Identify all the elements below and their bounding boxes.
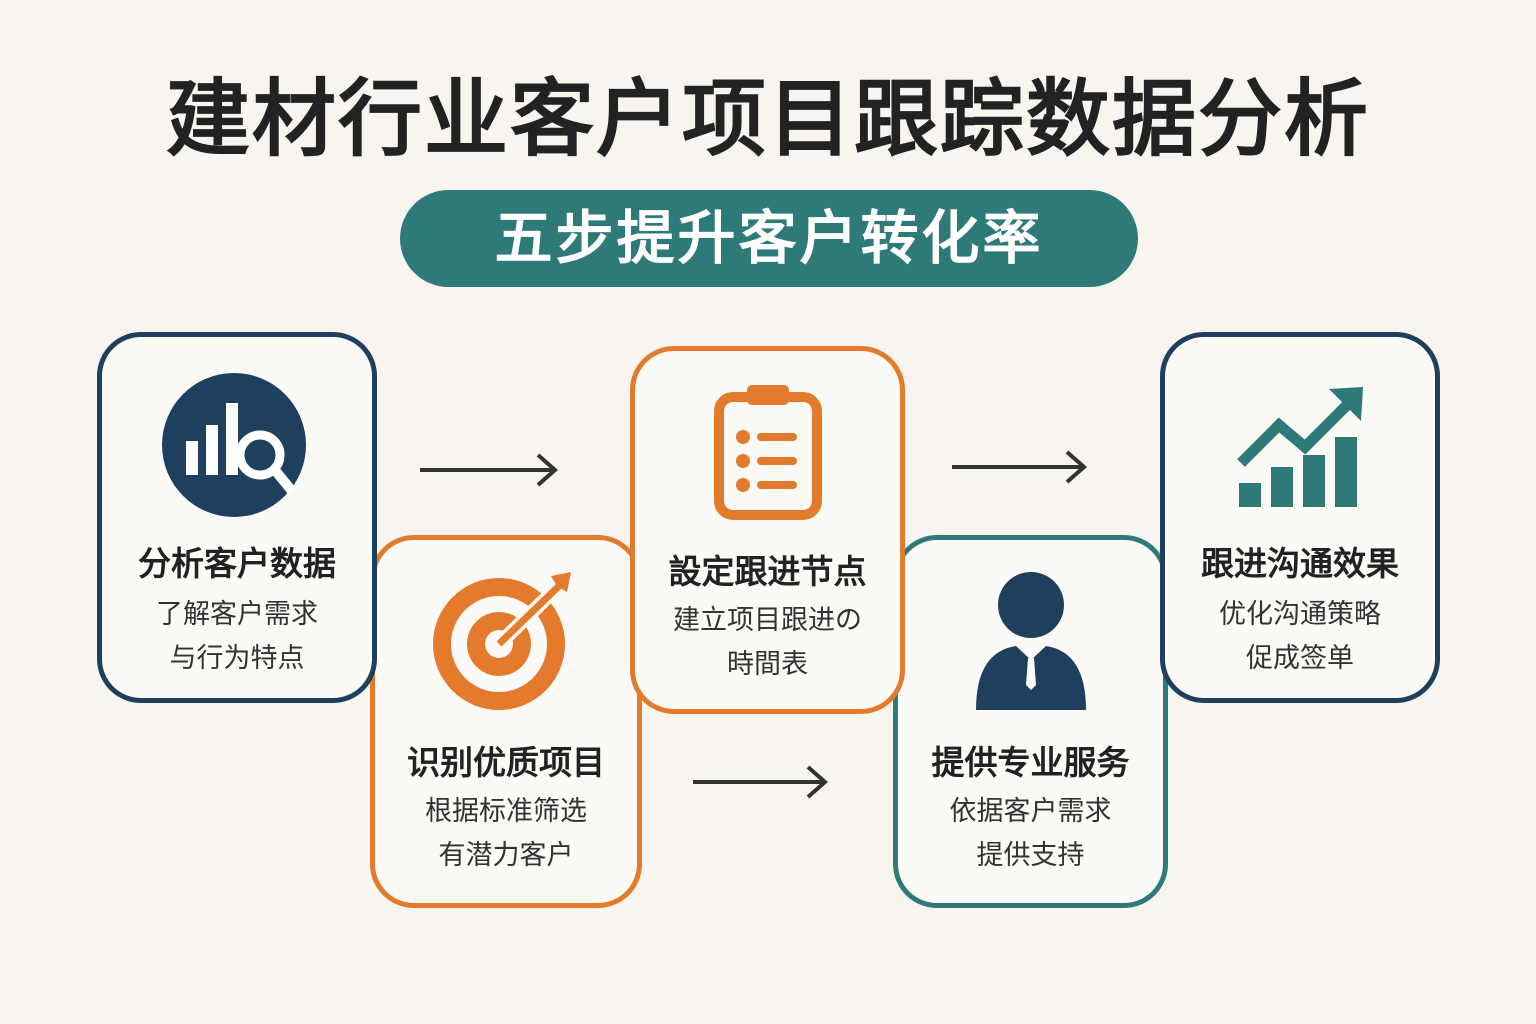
step-card-identify: 识别优质项目 根据标准筛选 有潜力客户 (370, 535, 642, 908)
step-title: 分析客户数据 (138, 544, 336, 583)
step-desc-line: 优化沟通策略 (1219, 599, 1381, 630)
businessman-icon (975, 572, 1086, 710)
step-desc-line: 根据标准筛选 (425, 796, 587, 827)
growth-chart-icon (1237, 387, 1363, 507)
step-desc-line: 時間表 (727, 649, 808, 680)
target-icon (433, 572, 571, 710)
step-card-followup: 跟进沟通效果 优化沟通策略 促成签单 (1160, 332, 1440, 703)
step-desc-line: 了解客户需求 (156, 599, 318, 630)
step-title: 识别优质项目 (407, 743, 605, 782)
arrow-right-icon (693, 765, 829, 799)
step-desc-line: 与行为特点 (169, 643, 305, 674)
step-title: 跟进沟通效果 (1201, 544, 1399, 583)
step-card-service: 提供专业服务 依据客户需求 提供支持 (893, 535, 1168, 908)
step-desc-line: 建立项目跟进の (673, 605, 862, 636)
step-card-schedule: 設定跟进节点 建立项目跟进の 時間表 (630, 346, 905, 714)
arrow-right-icon (420, 453, 559, 487)
step-desc-line: 提供支持 (976, 840, 1085, 871)
step-title: 設定跟进节点 (668, 552, 867, 591)
chart-search-icon (162, 373, 306, 517)
step-desc-line: 有潜力客户 (438, 840, 574, 871)
step-card-analyze: 分析客户数据 了解客户需求 与行为特点 (97, 332, 377, 703)
subtitle-banner: 五步提升客户转化率 (400, 190, 1138, 287)
step-title: 提供专业服务 (931, 743, 1130, 782)
arrow-right-icon (952, 450, 1088, 484)
step-desc-line: 依据客户需求 (949, 796, 1112, 827)
clipboard-list-icon (713, 385, 822, 520)
step-desc-line: 促成签单 (1246, 643, 1354, 674)
page-title: 建材行业客户项目跟踪数据分析 (165, 70, 1370, 168)
